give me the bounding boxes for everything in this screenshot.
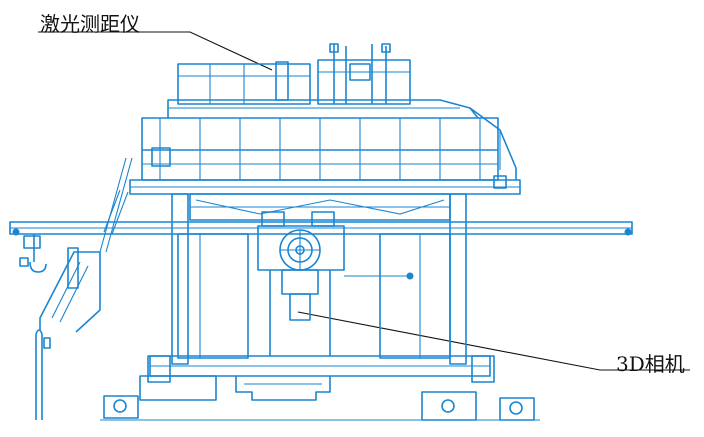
main-girder	[9, 221, 633, 236]
left-inclined-structure	[35, 157, 133, 420]
camera-leader-line	[297, 311, 690, 371]
main-frame	[149, 193, 491, 377]
bottom-bogies	[100, 355, 540, 421]
3d-camera-label: 3D相机	[616, 352, 685, 376]
laser-rangefinder-label: 激光测距仪	[40, 12, 140, 36]
upper-platform	[129, 99, 521, 195]
top-cabin	[177, 43, 411, 105]
laser-leader-line	[38, 31, 273, 71]
3d-camera-device	[289, 293, 311, 321]
laser-rangefinder-device	[275, 61, 289, 101]
left-hanging-hook	[19, 234, 47, 273]
central-hoist	[257, 211, 414, 356]
